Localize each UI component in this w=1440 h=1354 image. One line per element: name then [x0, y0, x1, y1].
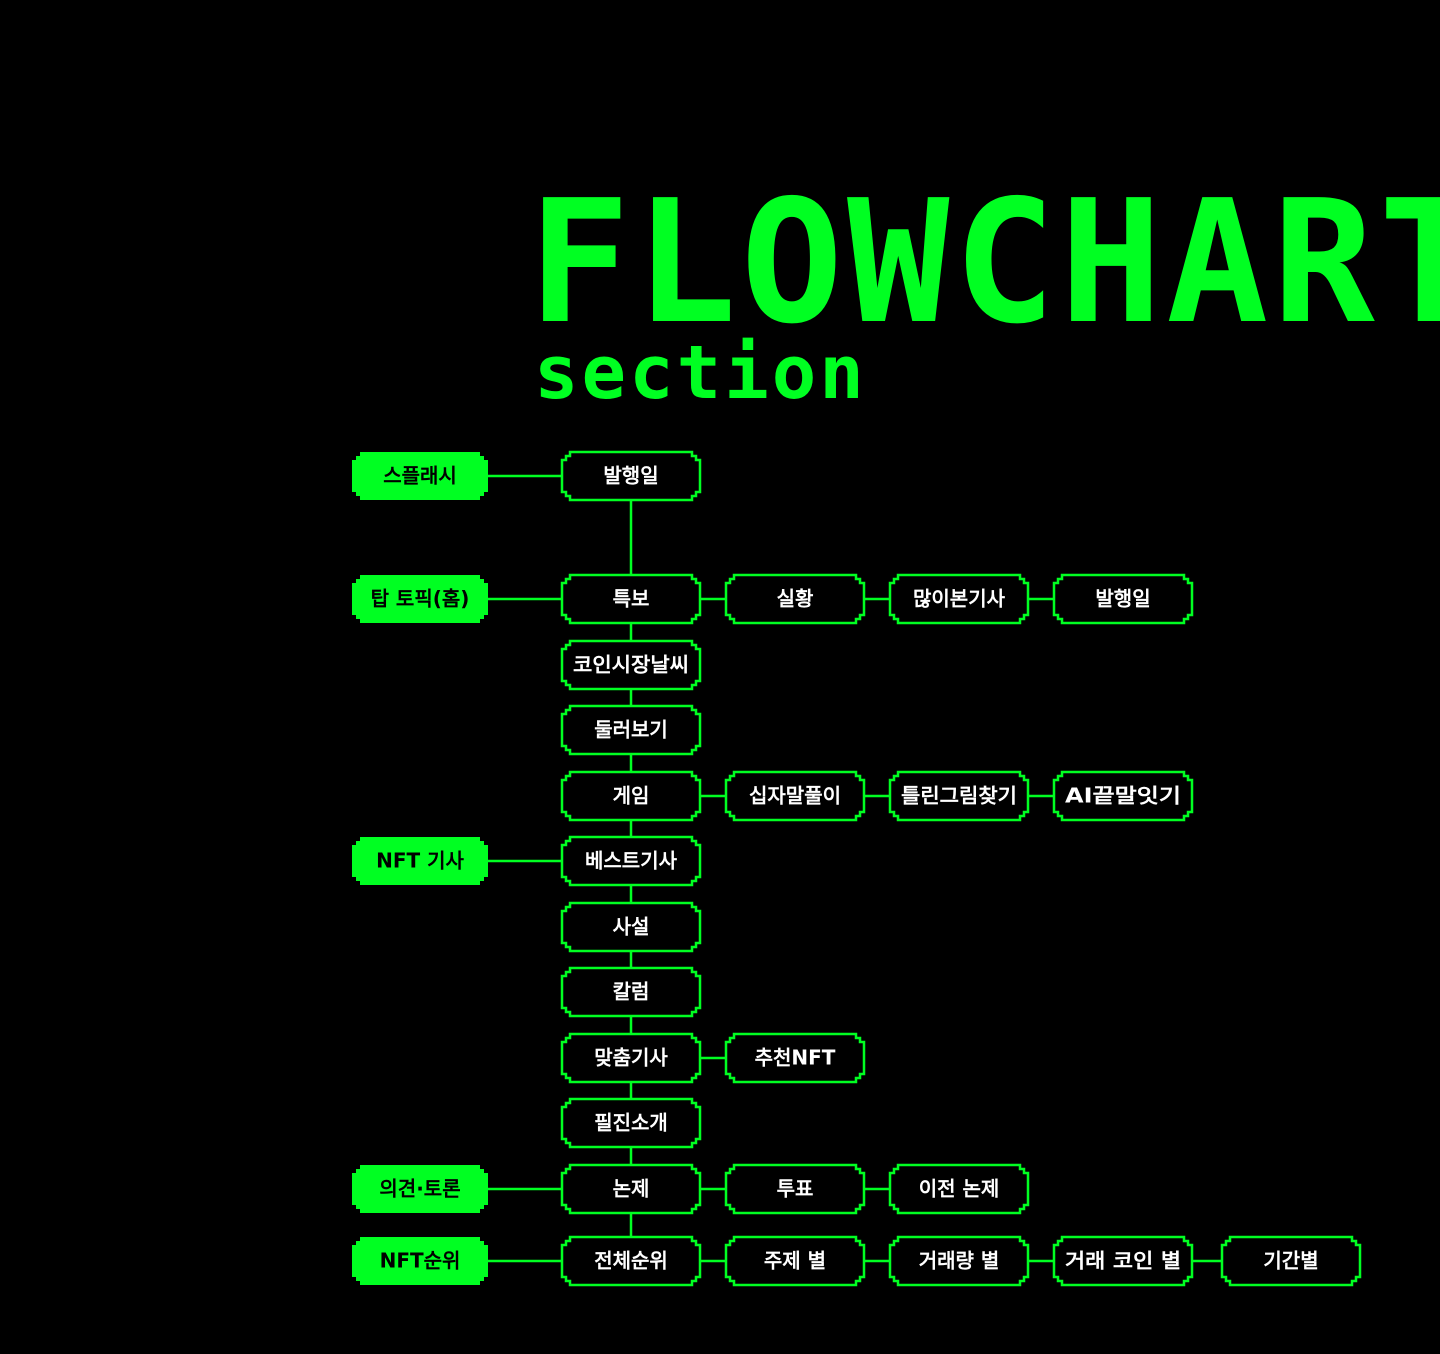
node-by-coin[interactable]: 거래 코인 별: [1052, 1235, 1194, 1287]
node-label: 주제 별: [764, 1249, 826, 1273]
node-recommended-nft[interactable]: 추천NFT: [724, 1032, 866, 1084]
node-prev-topic[interactable]: 이전 논제: [888, 1163, 1030, 1215]
node-box: [1220, 1235, 1362, 1287]
node-label: 투표: [777, 1177, 814, 1201]
node-box: [724, 1032, 866, 1084]
section-nft-article[interactable]: NFT 기사: [352, 837, 488, 885]
node-crossword[interactable]: 십자말풀이: [724, 770, 866, 822]
node-box: [724, 1235, 866, 1287]
node-breaking[interactable]: 특보: [560, 573, 702, 625]
section-box: [352, 1237, 488, 1285]
node-browse[interactable]: 둘러보기: [560, 704, 702, 756]
node-spot-diff[interactable]: 틀린그림찾기: [888, 770, 1030, 822]
node-label: 실황: [777, 587, 814, 611]
node-column[interactable]: 칼럼: [560, 966, 702, 1018]
node-box: [560, 966, 702, 1018]
page-subtitle: section: [534, 330, 867, 416]
section-box: [352, 575, 488, 623]
node-coin-weather[interactable]: 코인시장날씨: [560, 639, 702, 691]
node-topic[interactable]: 논제: [560, 1163, 702, 1215]
node-by-subject[interactable]: 주제 별: [724, 1235, 866, 1287]
node-label: 둘러보기: [594, 718, 668, 742]
section-label: NFT 기사: [376, 849, 464, 873]
node-label: 틀린그림찾기: [901, 784, 1017, 808]
section-top[interactable]: 탑 토픽(홈): [352, 575, 488, 623]
node-box: [560, 704, 702, 756]
node-best-articles[interactable]: 베스트기사: [560, 835, 702, 887]
node-label: 십자말풀이: [749, 784, 841, 808]
section-nft-rank[interactable]: NFT순위: [352, 1237, 488, 1285]
node-box: [560, 835, 702, 887]
node-overall-rank[interactable]: 전체순위: [560, 1235, 702, 1287]
node-label: 코인시장날씨: [573, 653, 689, 677]
node-box: [1052, 770, 1194, 822]
section-splash[interactable]: 스플래시: [352, 452, 488, 500]
node-label: 베스트기사: [585, 849, 678, 873]
node-label: 발행일: [1095, 587, 1150, 611]
node-label: 칼럼: [613, 980, 650, 1004]
node-box: [560, 450, 702, 502]
node-editorial[interactable]: 사설: [560, 901, 702, 953]
node-label: 특보: [613, 587, 650, 611]
node-box: [888, 770, 1030, 822]
node-box: [724, 1163, 866, 1215]
node-label: 추천NFT: [755, 1046, 836, 1070]
node-box: [888, 1235, 1030, 1287]
node-label: 맞춤기사: [594, 1046, 668, 1070]
node-issue-date-1[interactable]: 발행일: [560, 450, 702, 502]
node-box: [724, 770, 866, 822]
node-box: [560, 1163, 702, 1215]
node-label: 논제: [613, 1177, 650, 1201]
node-by-period[interactable]: 기간별: [1220, 1235, 1362, 1287]
node-box: [724, 573, 866, 625]
node-label: 전체순위: [594, 1249, 668, 1273]
section-label: 탑 토픽(홈): [371, 587, 470, 611]
node-box: [560, 1235, 702, 1287]
section-opinion[interactable]: 의견·토론: [352, 1165, 488, 1213]
section-label: 의견·토론: [379, 1177, 460, 1201]
node-box: [560, 901, 702, 953]
node-label: 거래 코인 별: [1065, 1249, 1181, 1273]
node-live[interactable]: 실황: [724, 573, 866, 625]
node-label: 기간별: [1263, 1249, 1318, 1273]
section-label: 스플래시: [383, 464, 457, 488]
node-label: 사설: [613, 915, 650, 939]
node-label: 많이본기사: [913, 587, 1006, 611]
node-box: [560, 1097, 702, 1149]
node-box: [560, 1032, 702, 1084]
node-most-read[interactable]: 많이본기사: [888, 573, 1030, 625]
node-ai-wordchain[interactable]: AI끝말잇기: [1052, 770, 1194, 822]
section-box: [352, 837, 488, 885]
node-box: [1052, 573, 1194, 625]
node-by-volume[interactable]: 거래량 별: [888, 1235, 1030, 1287]
section-box: [352, 1165, 488, 1213]
node-box: [560, 639, 702, 691]
node-label: AI끝말잇기: [1065, 784, 1181, 808]
node-label: 이전 논제: [919, 1177, 1000, 1201]
node-vote[interactable]: 투표: [724, 1163, 866, 1215]
section-box: [352, 452, 488, 500]
node-box: [560, 770, 702, 822]
page-title: FLOWCHART: [528, 164, 1440, 362]
node-game[interactable]: 게임: [560, 770, 702, 822]
node-label: 필진소개: [594, 1111, 668, 1135]
node-box: [888, 573, 1030, 625]
node-label: 거래량 별: [919, 1249, 1000, 1273]
node-photo-intro[interactable]: 필진소개: [560, 1097, 702, 1149]
section-label: NFT순위: [380, 1249, 461, 1273]
node-issue-date-2[interactable]: 발행일: [1052, 573, 1194, 625]
node-custom-articles[interactable]: 맞춤기사: [560, 1032, 702, 1084]
node-label: 게임: [613, 784, 650, 808]
node-box: [888, 1163, 1030, 1215]
node-box: [1052, 1235, 1194, 1287]
node-label: 발행일: [603, 464, 658, 488]
node-box: [560, 573, 702, 625]
